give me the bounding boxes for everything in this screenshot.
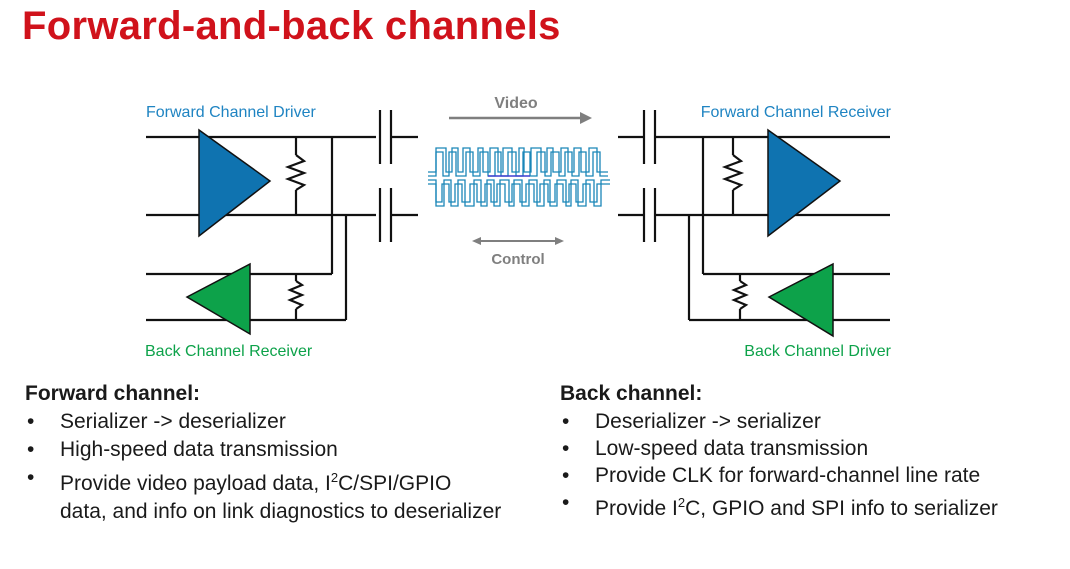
forward-channel-section: Forward channel: Serializer -> deseriali… [25, 380, 545, 526]
list-item: Provide I2C, GPIO and SPI info to serial… [560, 489, 1060, 522]
back-channel-list: Deserializer -> serializer Low-speed dat… [560, 408, 1060, 522]
forward-channel-list: Serializer -> deserializer High-speed da… [25, 408, 545, 526]
forward-channel-heading: Forward channel: [25, 382, 201, 405]
channel-diagram: Video Control Forward Channel Driver For… [145, 95, 892, 360]
video-label: Video [494, 95, 538, 112]
signal-waveform [428, 147, 610, 207]
list-item: Provide video payload data, I2C/SPI/GPIO… [25, 464, 545, 526]
right-wiring [618, 110, 890, 322]
left-wiring [146, 110, 418, 322]
back-driver-label: Back Channel Driver [744, 343, 891, 360]
video-arrowhead [580, 112, 592, 124]
control-label: Control [491, 251, 544, 268]
list-item: High-speed data transmission [25, 436, 545, 464]
page-title: Forward-and-back channels [22, 4, 561, 48]
back-driver-triangle [767, 262, 834, 338]
control-arrowhead-left [472, 237, 481, 245]
back-receiver-label: Back Channel Receiver [145, 343, 313, 360]
list-item: Low-speed data transmission [560, 435, 1060, 462]
list-item: Provide CLK for forward-channel line rat… [560, 462, 1060, 489]
control-arrowhead-right [555, 237, 564, 245]
forward-receiver-label: Forward Channel Receiver [701, 104, 892, 121]
back-receiver-triangle [185, 262, 251, 336]
list-item: Serializer -> deserializer [25, 408, 545, 436]
back-channel-heading: Back channel: [560, 382, 703, 405]
back-channel-section: Back channel: Deserializer -> serializer… [560, 380, 1060, 522]
forward-driver-label: Forward Channel Driver [146, 104, 317, 121]
list-item: Deserializer -> serializer [560, 408, 1060, 435]
forward-receiver-triangle [767, 128, 842, 238]
forward-driver-triangle [198, 128, 272, 238]
